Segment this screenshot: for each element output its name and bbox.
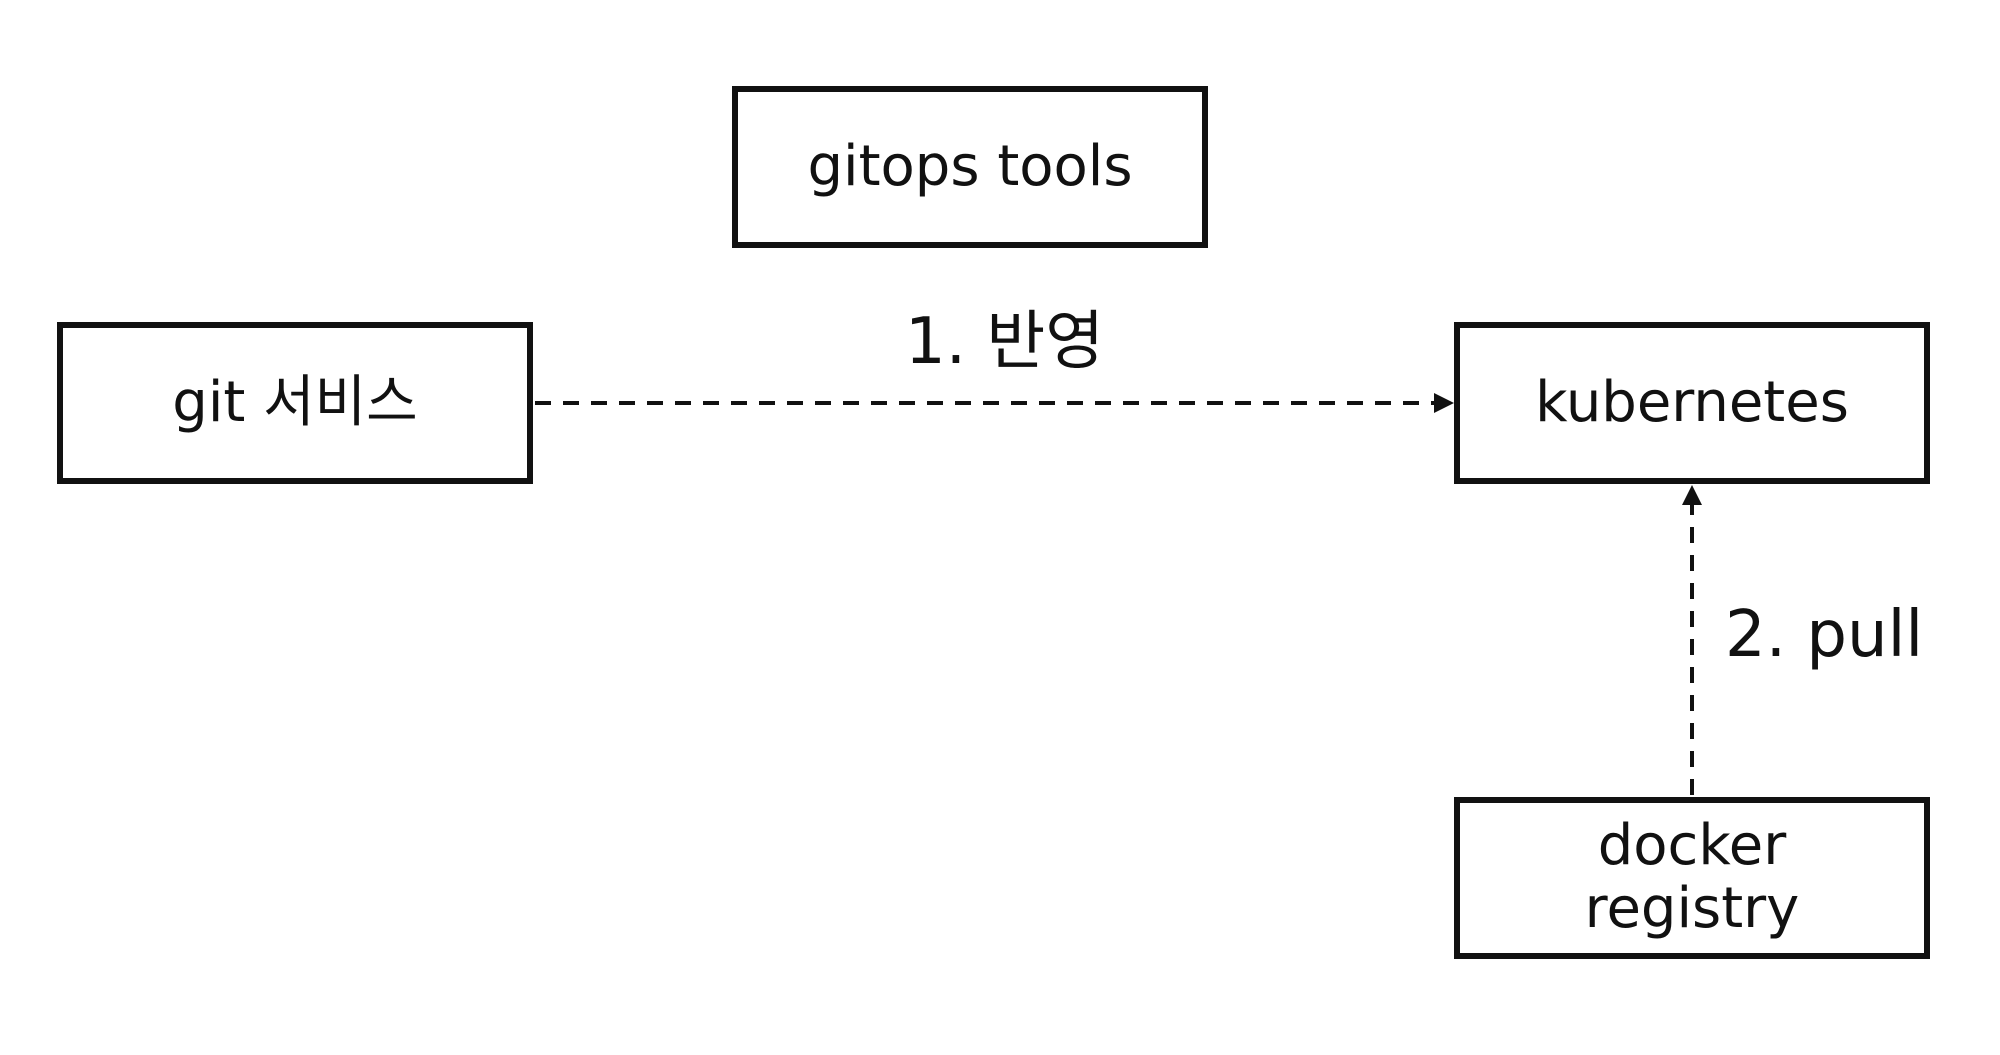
gitops-tools-label: gitops tools (807, 133, 1133, 199)
docker-registry-node: docker registry (1454, 797, 1930, 959)
kubernetes-label: kubernetes (1535, 369, 1849, 435)
edge-label-reflect: 1. 반영 (905, 305, 1105, 379)
gitops-tools-node: gitops tools (732, 86, 1208, 248)
docker-registry-label-line2: registry (1584, 876, 1800, 941)
git-service-label: git 서비스 (172, 369, 418, 435)
docker-registry-label-line1: docker (1597, 813, 1787, 879)
kubernetes-node: kubernetes (1454, 322, 1930, 484)
edge-label-pull: 2. pull (1725, 598, 1924, 672)
git-service-node: git 서비스 (57, 322, 533, 484)
